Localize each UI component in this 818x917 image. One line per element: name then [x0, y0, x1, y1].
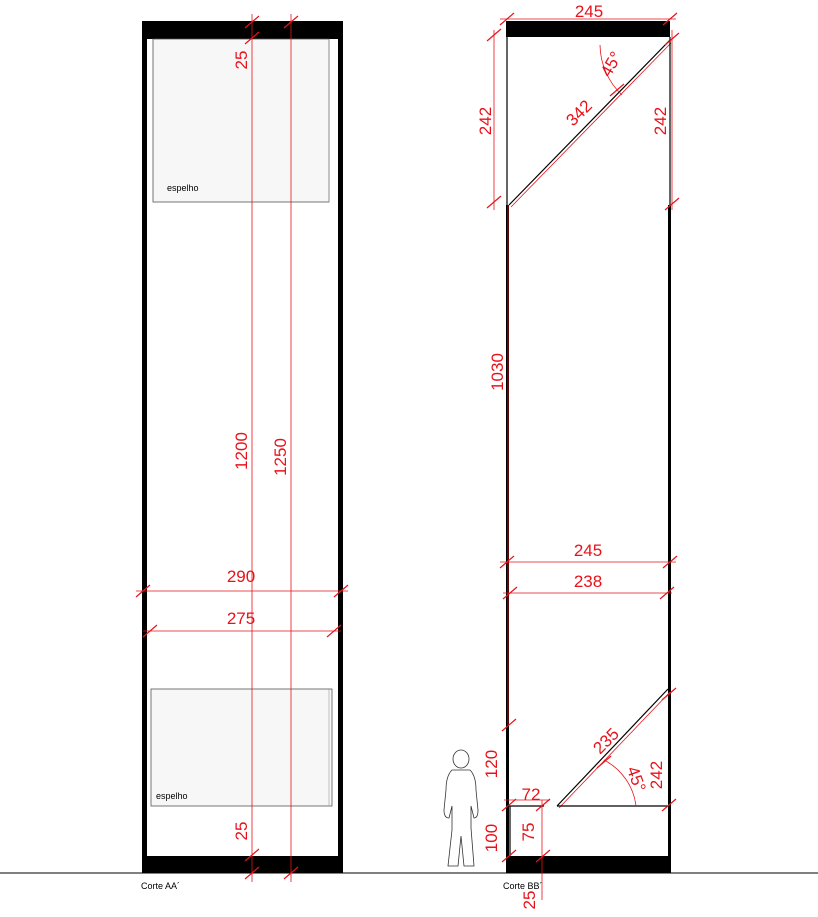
bb-bottom-slab	[506, 856, 670, 873]
bb-top-width-dim: 245	[575, 2, 603, 21]
bb-right-wall-low	[668, 689, 671, 873]
bb-angle-lower-dim: 45°	[623, 764, 650, 795]
bb-lower-reflector	[509, 688, 671, 856]
bb-diagonal-lower-dim: 235	[589, 724, 622, 757]
bb-base-left-dim: 100	[482, 824, 501, 852]
bb-step-height-dim: 75	[519, 823, 538, 842]
bb-inner-width-dim: 238	[574, 572, 602, 591]
mirror-bottom-label: espelho	[156, 791, 188, 801]
bb-outer-width-dim: 245	[574, 541, 602, 560]
section-aa: espelho espelho 25 1200 1250 290 275 25 …	[135, 14, 349, 891]
bb-lower-left-dim: 120	[482, 750, 501, 778]
aa-bottom-gap-dim: 25	[232, 822, 251, 841]
aa-outer-height-dim: 1250	[271, 438, 290, 476]
aa-mirror-bottom: espelho	[150, 688, 333, 807]
section-bb: 245 242 342 45° 242 1030 245 238 120 235…	[476, 2, 680, 910]
bb-right-wall-mid	[668, 205, 671, 689]
aa-bottom-slab	[142, 856, 343, 873]
aa-outer-width-dim: 290	[227, 567, 255, 586]
human-scale-figure-icon	[443, 749, 479, 867]
bb-bottom-dim: 25	[520, 891, 539, 910]
aa-caption: Corte AA´	[141, 881, 180, 891]
aa-right-wall	[338, 21, 343, 873]
bb-middle-height-dim: 1030	[488, 353, 507, 391]
bb-caption: Corte BB´	[503, 881, 543, 891]
bb-right-lower-dim: 242	[647, 761, 666, 789]
bb-angle-upper-dim: 45°	[597, 48, 626, 80]
bb-top-slab	[506, 21, 670, 37]
mirror-top-label: espelho	[167, 183, 199, 193]
aa-top-slab	[142, 21, 343, 39]
bb-upper-reflector	[506, 37, 672, 208]
bb-left-wall	[506, 205, 509, 873]
aa-left-wall	[142, 21, 147, 873]
aa-mirror-top: espelho	[152, 38, 330, 203]
bb-step-width-dim: 72	[522, 785, 541, 804]
bb-left-upper-dim: 242	[476, 107, 495, 135]
aa-inner-height-dim: 1200	[232, 432, 251, 470]
aa-inner-width-dim: 275	[227, 609, 255, 628]
bb-right-upper-dim: 242	[651, 107, 670, 135]
aa-top-gap-dim: 25	[232, 51, 251, 70]
